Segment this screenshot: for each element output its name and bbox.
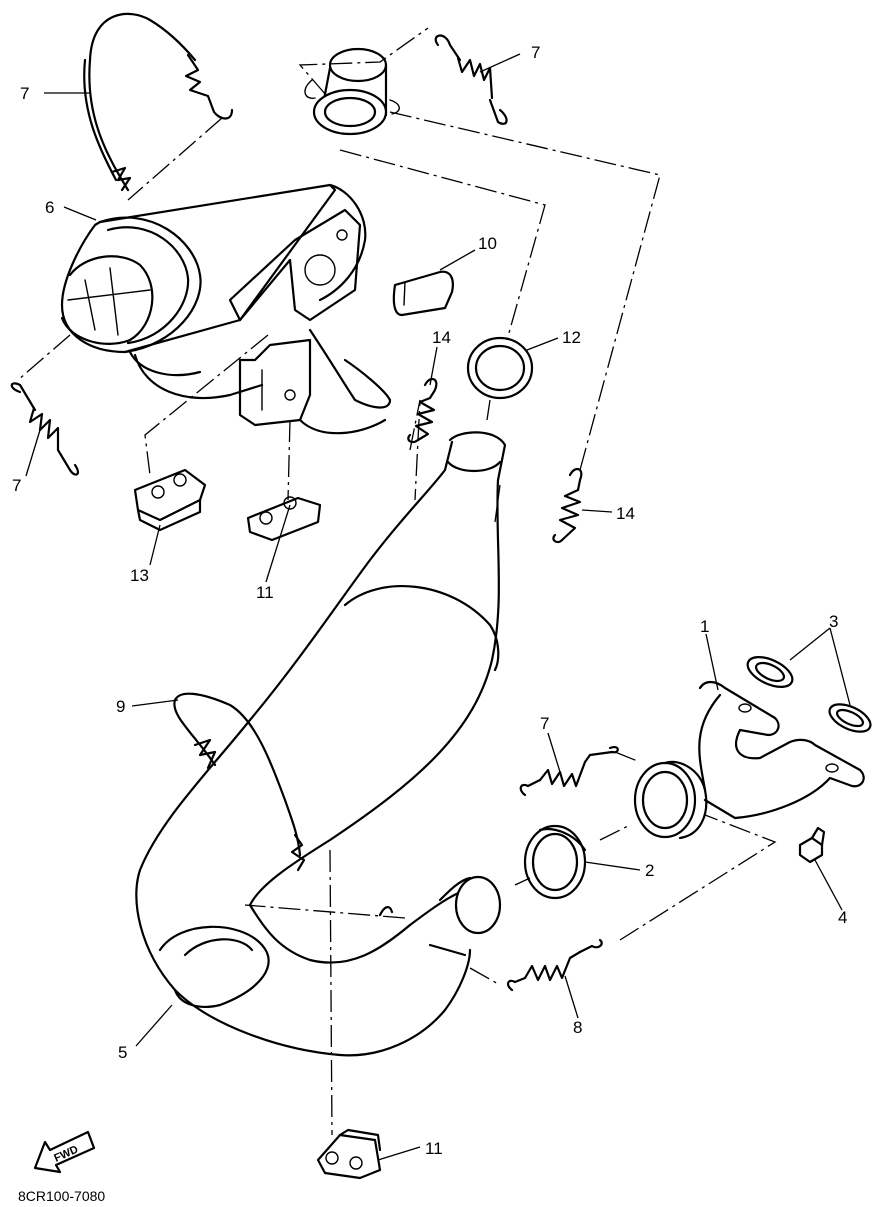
silencer-bracket <box>228 208 392 435</box>
callout-14-right: 14 <box>616 504 635 523</box>
assembly-centerlines <box>17 27 777 1136</box>
callout-5: 5 <box>118 1043 127 1062</box>
callout-7-left: 7 <box>12 476 21 495</box>
callout-13: 13 <box>130 566 149 585</box>
drawing-code: 8CR100-7080 <box>18 1188 105 1204</box>
silencer-part <box>60 183 367 400</box>
silencer-gasket <box>466 336 534 400</box>
silencer-outlet-clamp <box>304 47 400 136</box>
callout-6: 6 <box>45 198 54 217</box>
callout-7-bottom: 8 <box>573 1018 582 1037</box>
spring-7-middle <box>519 746 619 797</box>
callout-3: 3 <box>829 612 838 631</box>
callout-8: 9 <box>116 697 125 716</box>
exhaust-pipe-part <box>135 431 507 1057</box>
damper-11-upper <box>246 496 322 542</box>
forward-arrow-icon: FWD <box>33 1130 96 1174</box>
callout-11-lower: 11 <box>425 1139 443 1158</box>
spring-14-center <box>407 377 438 444</box>
callout-2: 2 <box>645 861 654 880</box>
hanger-8 <box>173 692 306 872</box>
damper-11-lower <box>316 1128 382 1180</box>
spring-14-right <box>552 467 583 544</box>
callout-9: 7 <box>20 84 29 103</box>
callout-11-upper: 11 <box>256 583 274 602</box>
manifold-gaskets <box>746 656 872 733</box>
damper-13 <box>133 468 207 532</box>
bolt <box>798 826 826 864</box>
callout-12: 12 <box>562 328 581 347</box>
callout-14-center: 14 <box>432 328 451 347</box>
callout-7-top: 7 <box>531 43 540 62</box>
joint-gasket <box>523 824 587 900</box>
spring-7-top <box>434 34 508 125</box>
spring-7-bottom <box>506 938 603 992</box>
callout-labels: 7 6 7 7 10 14 12 14 13 11 1 3 9 7 2 4 8 … <box>12 43 847 1158</box>
callout-7-middle: 7 <box>540 714 549 733</box>
spring-7-left <box>10 382 79 476</box>
callout-1: 1 <box>700 617 709 636</box>
callout-leaders <box>25 53 851 1161</box>
exhaust-manifold-part <box>633 680 865 840</box>
callout-10: 10 <box>478 234 497 253</box>
rubber-pad <box>392 270 454 317</box>
callout-4: 4 <box>838 908 847 927</box>
hanger-9 <box>83 12 234 192</box>
